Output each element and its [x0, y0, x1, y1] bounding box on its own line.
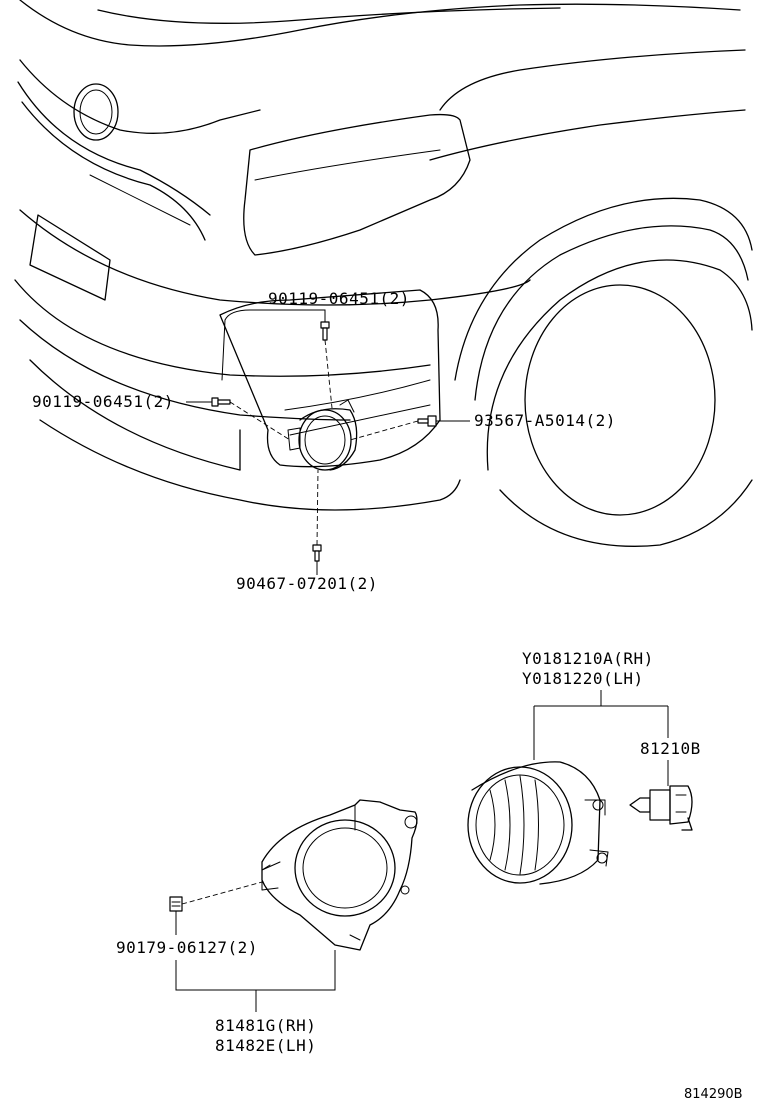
label-bolt-top: 90119-06451(2): [268, 289, 410, 308]
drawing-number: 814290B: [684, 1087, 743, 1102]
label-cover-rh: 81481G(RH): [215, 1016, 316, 1035]
label-lamp-lh: Y0181220(LH): [522, 669, 644, 688]
screw-icon-right: [417, 415, 437, 427]
label-bulb: 81210B: [640, 739, 701, 758]
vehicle-front-illustration: [14, 0, 753, 547]
label-lamp-rh: Y0181210A(RH): [522, 649, 654, 668]
label-clip: 90179-06127(2): [116, 938, 258, 957]
label-cover-lh: 81482E(LH): [215, 1036, 316, 1055]
bolt-icon-left: [211, 397, 231, 407]
fog-lamp-assembly-illustration: [467, 761, 609, 885]
fog-lamp-installed-view: [287, 399, 358, 471]
bolt-icon-top: [320, 321, 330, 341]
fog-lamp-cover-illustration: [261, 799, 418, 951]
bulb-icon: [629, 785, 693, 831]
screw-icon-bottom: [312, 544, 322, 562]
label-bolt-left: 90119-06451(2): [32, 392, 174, 411]
label-screw-bottom: 90467-07201(2): [236, 574, 378, 593]
clip-icon: [169, 896, 183, 912]
label-screw-right: 93567-A5014(2): [474, 411, 616, 430]
